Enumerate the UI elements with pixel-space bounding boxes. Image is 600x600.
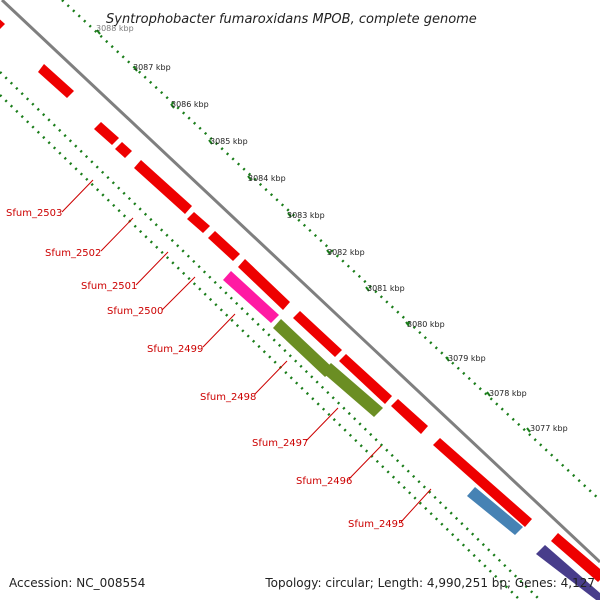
scale-label: 3087 kbp: [133, 63, 171, 72]
scale-label: 3084 kbp: [248, 174, 286, 183]
leader-line: [161, 276, 196, 311]
scale-label: 3082 kbp: [327, 248, 365, 257]
scale-label: 3078 kbp: [489, 389, 527, 398]
leader-line: [305, 407, 339, 442]
scale-tick: [133, 66, 138, 72]
gene-label: Sfum_2502: [45, 248, 101, 259]
gene-label: Sfum_2499: [147, 344, 203, 355]
leader-line: [254, 360, 288, 395]
scale-tick: [445, 356, 450, 362]
gene-arrow: [339, 354, 392, 404]
gene-arrow-purple: [536, 545, 600, 600]
gene-arrow: [0, 19, 5, 29]
genome-title: Syntrophobacter fumaroxidans MPOB, compl…: [106, 12, 477, 27]
scale-label: 3083 kbp: [287, 211, 325, 220]
gene-label: Sfum_2497: [252, 438, 308, 449]
scale-label: 3077 kbp: [530, 424, 568, 433]
scale-tick: [247, 175, 252, 181]
gene-arrow: [391, 399, 428, 434]
scale-tick: [326, 249, 331, 255]
scale-tick: [96, 29, 101, 35]
gene-arrow: [293, 311, 342, 357]
scale-label: 3079 kbp: [448, 354, 486, 363]
gene-arrow-pink: [223, 271, 279, 323]
scale-label: 3088 kbp: [96, 24, 134, 33]
gene-label: Sfum_2501: [81, 281, 137, 292]
gene-arrow: [551, 533, 600, 582]
gene-arrow: [433, 438, 532, 527]
gene-labels: Sfum_2503 Sfum_2502 Sfum_2501 Sfum_2500 …: [6, 208, 404, 530]
leader-line: [135, 251, 169, 286]
gene-label: Sfum_2503: [6, 208, 62, 219]
gene-arrow-blue: [467, 487, 523, 535]
topology-text: Topology: circular; Length: 4,990,251 bp…: [264, 576, 595, 590]
scale-tick: [526, 427, 531, 433]
genome-backbone: [0, 0, 600, 564]
leader-line: [400, 488, 432, 523]
gene-features: [0, 19, 600, 600]
scale-label: 3081 kbp: [367, 284, 405, 293]
scale-label: 3086 kbp: [171, 100, 209, 109]
scale-tick: [405, 321, 410, 327]
gene-label: Sfum_2495: [348, 519, 404, 530]
gene-leader-lines: [61, 179, 432, 523]
scale-tick: [208, 139, 213, 145]
gene-arrow: [38, 64, 74, 98]
gene-arrow: [238, 259, 290, 310]
gene-label: Sfum_2498: [200, 392, 256, 403]
gene-arrow: [94, 122, 119, 145]
scale-label: 3085 kbp: [210, 137, 248, 146]
gene-arrow: [208, 231, 240, 261]
leader-line: [348, 445, 382, 480]
leader-line: [61, 179, 94, 213]
middle-dotted-track: [0, 71, 541, 600]
inner-dotted-track: [0, 94, 521, 600]
leader-line: [100, 217, 134, 252]
gene-arrow: [187, 212, 210, 233]
gene-label: Sfum_2496: [296, 476, 352, 487]
leader-line: [202, 313, 236, 348]
gene-label: Sfum_2500: [107, 306, 163, 317]
scale-tick: [170, 103, 175, 109]
scale-tick: [287, 212, 292, 218]
scale-label: 3080 kbp: [407, 320, 445, 329]
gene-arrow-olive: [322, 363, 383, 417]
gene-arrow: [134, 160, 192, 214]
scale-tick: [486, 391, 491, 397]
scale-tick: [365, 286, 370, 292]
scale-labels: 3088 kbp 3087 kbp 3086 kbp 3085 kbp 3084…: [96, 24, 568, 433]
gene-arrow-olive: [273, 319, 334, 377]
scale-ticks: [96, 29, 531, 433]
gene-arrow: [115, 142, 132, 158]
accession-text: Accession: NC_008554: [9, 576, 145, 590]
